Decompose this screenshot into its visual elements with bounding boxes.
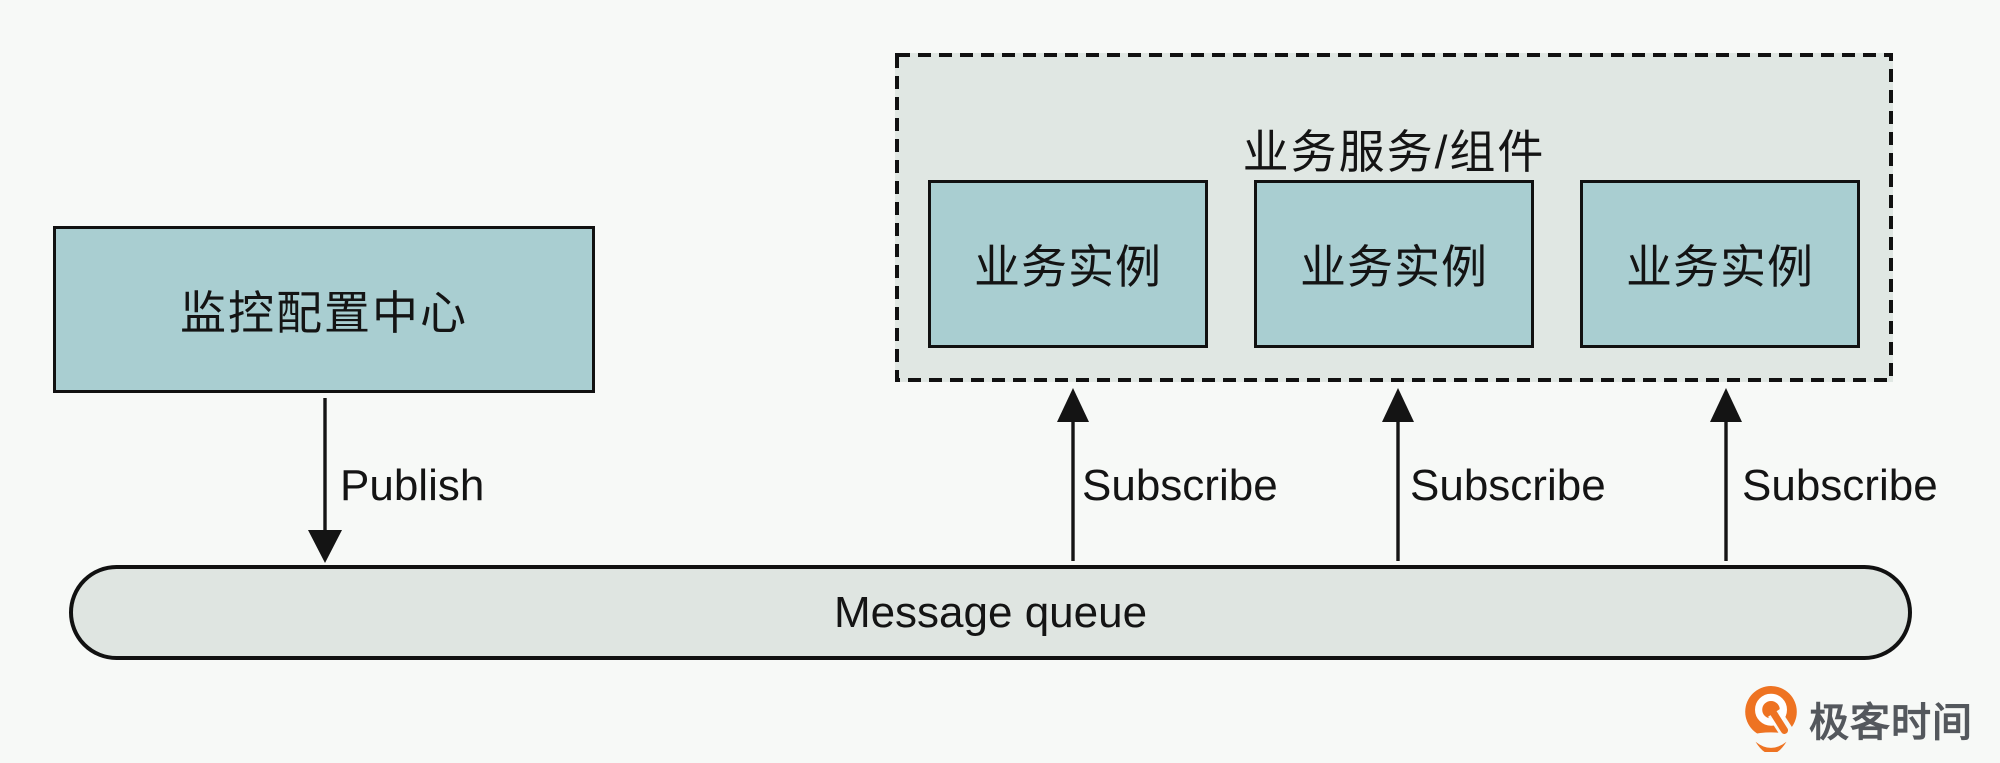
publish-label: Publish bbox=[340, 461, 485, 510]
brand-logo: 极客时间 bbox=[1745, 686, 1973, 752]
subscribe-arrow-3 bbox=[1710, 388, 1742, 561]
group-business-services: 业务服务/组件 业务实例 业务实例 业务实例 bbox=[895, 53, 1893, 382]
node-message-queue-label: Message queue bbox=[833, 587, 1148, 637]
node-config-center: 监控配置中心 bbox=[53, 226, 595, 393]
node-message-queue: Message queue bbox=[69, 565, 1912, 660]
node-business-instance-1: 业务实例 bbox=[928, 180, 1208, 348]
group-title: 业务服务/组件 bbox=[1242, 126, 1546, 178]
subscribe-label-1: Subscribe bbox=[1082, 461, 1278, 510]
brand-logo-text: 极客时间 bbox=[1809, 701, 1973, 745]
publish-arrow bbox=[308, 398, 342, 563]
node-business-instance-1-label: 业务实例 bbox=[974, 241, 1162, 293]
node-business-instance-3: 业务实例 bbox=[1580, 180, 1860, 348]
node-business-instance-2-label: 业务实例 bbox=[1300, 241, 1488, 293]
subscribe-label-3: Subscribe bbox=[1742, 461, 1938, 510]
node-config-center-label: 监控配置中心 bbox=[180, 286, 468, 339]
node-business-instance-3-label: 业务实例 bbox=[1626, 241, 1814, 293]
subscribe-label-2: Subscribe bbox=[1410, 461, 1606, 510]
node-business-instance-2: 业务实例 bbox=[1254, 180, 1534, 348]
instances-row: 业务实例 业务实例 业务实例 bbox=[895, 180, 1893, 348]
geektime-logo-icon bbox=[1745, 686, 1797, 752]
